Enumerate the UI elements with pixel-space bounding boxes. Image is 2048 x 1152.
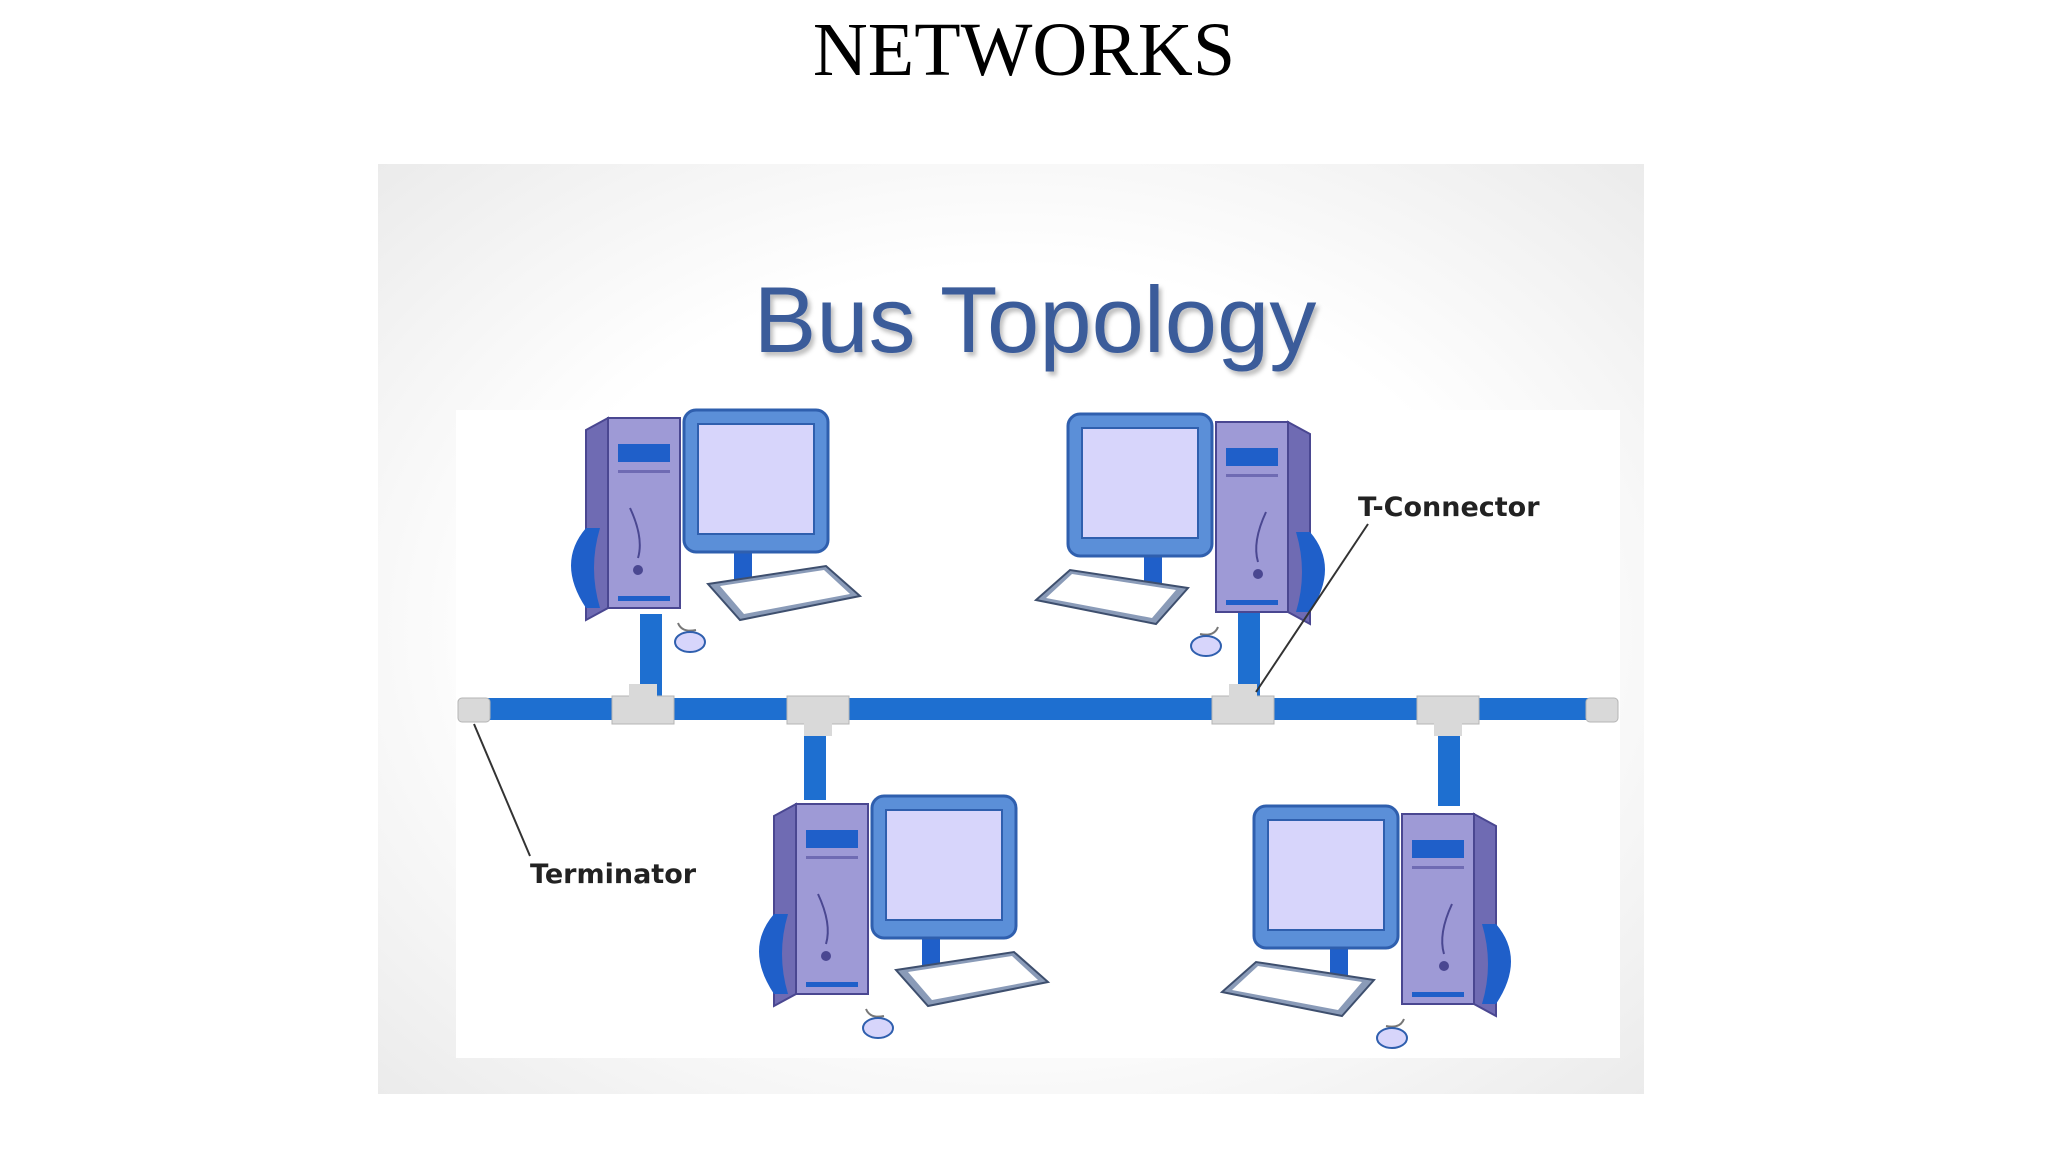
bus-topology-diagram: Bus Topology T-Connector Terminator: [378, 164, 1644, 1094]
t-connector-label: T-Connector: [1358, 492, 1540, 523]
terminator-left: [457, 697, 491, 723]
terminator-label: Terminator: [530, 859, 697, 890]
bus-cable: [470, 698, 1606, 720]
diagram-heading: Bus Topology: [754, 267, 1317, 372]
slide-title: NETWORKS: [812, 8, 1236, 92]
diagram-canvas: Bus Topology T-Connector Terminator: [456, 267, 1620, 1058]
terminator-right: [1585, 697, 1619, 723]
terminator-callout-line: [473, 723, 531, 857]
t-connector-callout-line: [1255, 523, 1369, 693]
